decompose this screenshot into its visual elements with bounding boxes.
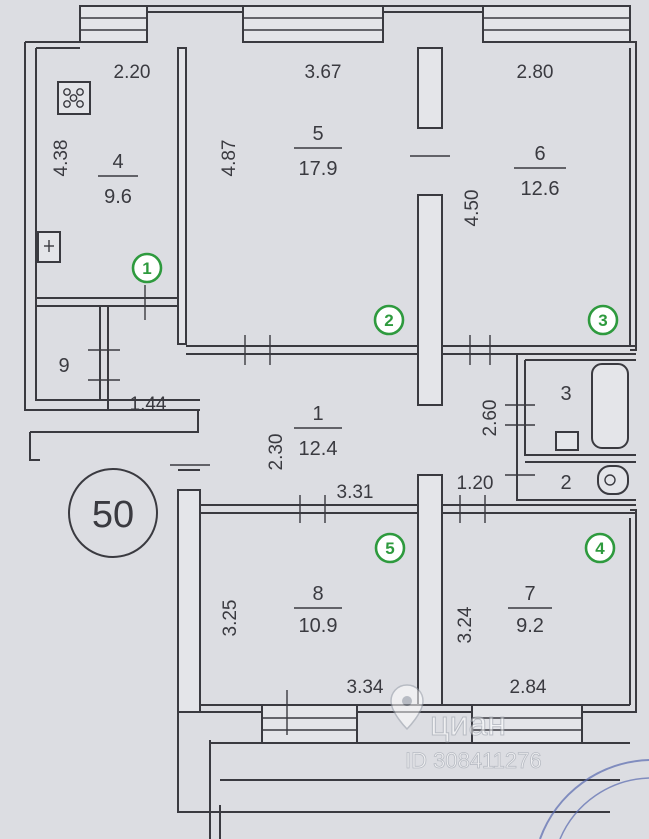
room-6-width: 2.80 bbox=[517, 62, 554, 83]
apartment-number-badge: 50 bbox=[68, 468, 158, 558]
toilet-icon bbox=[597, 465, 629, 495]
door-marks bbox=[88, 155, 535, 735]
bath-length: 2.60 bbox=[480, 400, 501, 437]
room-7-area: 9.2 bbox=[516, 615, 544, 637]
room-6-length: 4.50 bbox=[462, 190, 483, 227]
room-4-length: 4.38 bbox=[51, 140, 72, 177]
room-5-width: 3.67 bbox=[305, 62, 342, 83]
room-1-length: 2.30 bbox=[266, 434, 287, 471]
room-9-number: 9 bbox=[58, 355, 69, 377]
room-7-length: 3.24 bbox=[455, 606, 476, 643]
marker-4: 4 bbox=[584, 532, 616, 564]
room-5-area: 17.9 bbox=[299, 158, 338, 180]
room-1-width: 3.31 bbox=[337, 482, 374, 503]
marker-5-label: 5 bbox=[385, 539, 394, 558]
marker-2: 2 bbox=[373, 304, 405, 336]
room-4-number: 4 bbox=[112, 151, 123, 173]
room-4-width: 2.20 bbox=[114, 62, 151, 83]
room-4: 4 9.6 2.20 4.38 bbox=[51, 62, 150, 208]
marker-4-label: 4 bbox=[595, 539, 605, 558]
room-1-area: 12.4 bbox=[299, 438, 338, 460]
location-pin-icon bbox=[390, 684, 424, 731]
room-2-number: 2 bbox=[560, 472, 571, 494]
interior-walls bbox=[36, 47, 636, 781]
room-3-number: 3 bbox=[560, 383, 571, 405]
room-7-number: 7 bbox=[524, 583, 535, 605]
room-4-area: 9.6 bbox=[104, 186, 132, 208]
room-1-number: 1 bbox=[312, 403, 323, 425]
room-8-area: 10.9 bbox=[299, 615, 338, 637]
bath-sink-icon bbox=[555, 431, 579, 451]
watermark-brand: циан bbox=[430, 705, 506, 743]
room-5-number: 5 bbox=[312, 123, 323, 145]
room-7-width: 2.84 bbox=[510, 677, 547, 698]
marker-3: 3 bbox=[587, 304, 619, 336]
marker-1-label: 1 bbox=[142, 259, 151, 278]
room-8-length: 3.25 bbox=[220, 600, 241, 637]
wc-width: 1.20 bbox=[457, 473, 494, 494]
room-6-number: 6 bbox=[534, 143, 545, 165]
watermark-id: ID 308411276 bbox=[405, 748, 542, 773]
watermark: циан ID 308411276 bbox=[390, 684, 542, 773]
stamp-fragment bbox=[539, 759, 649, 839]
closet-width: 1.44 bbox=[130, 394, 167, 415]
room-8: 8 10.9 3.34 3.25 bbox=[220, 583, 384, 698]
room-1: 1 12.4 2.30 3.31 bbox=[266, 403, 373, 503]
fixtures bbox=[37, 81, 629, 495]
marker-5: 5 bbox=[374, 532, 406, 564]
room-6-area: 12.6 bbox=[521, 178, 560, 200]
room-6: 6 12.6 2.80 4.50 bbox=[462, 62, 566, 226]
room-7: 7 9.2 2.84 3.24 bbox=[455, 583, 552, 698]
marker-1: 1 bbox=[131, 252, 163, 284]
stove-icon bbox=[57, 81, 91, 115]
room-5: 5 17.9 3.67 4.87 bbox=[219, 62, 342, 180]
top-windows bbox=[79, 5, 631, 43]
marker-2-label: 2 bbox=[384, 311, 393, 330]
bathtub-icon bbox=[591, 363, 629, 449]
room-8-number: 8 bbox=[312, 583, 323, 605]
apartment-number: 50 bbox=[92, 494, 134, 536]
room-5-length: 4.87 bbox=[219, 140, 240, 177]
marker-3-label: 3 bbox=[598, 311, 607, 330]
room-8-width: 3.34 bbox=[347, 677, 384, 698]
